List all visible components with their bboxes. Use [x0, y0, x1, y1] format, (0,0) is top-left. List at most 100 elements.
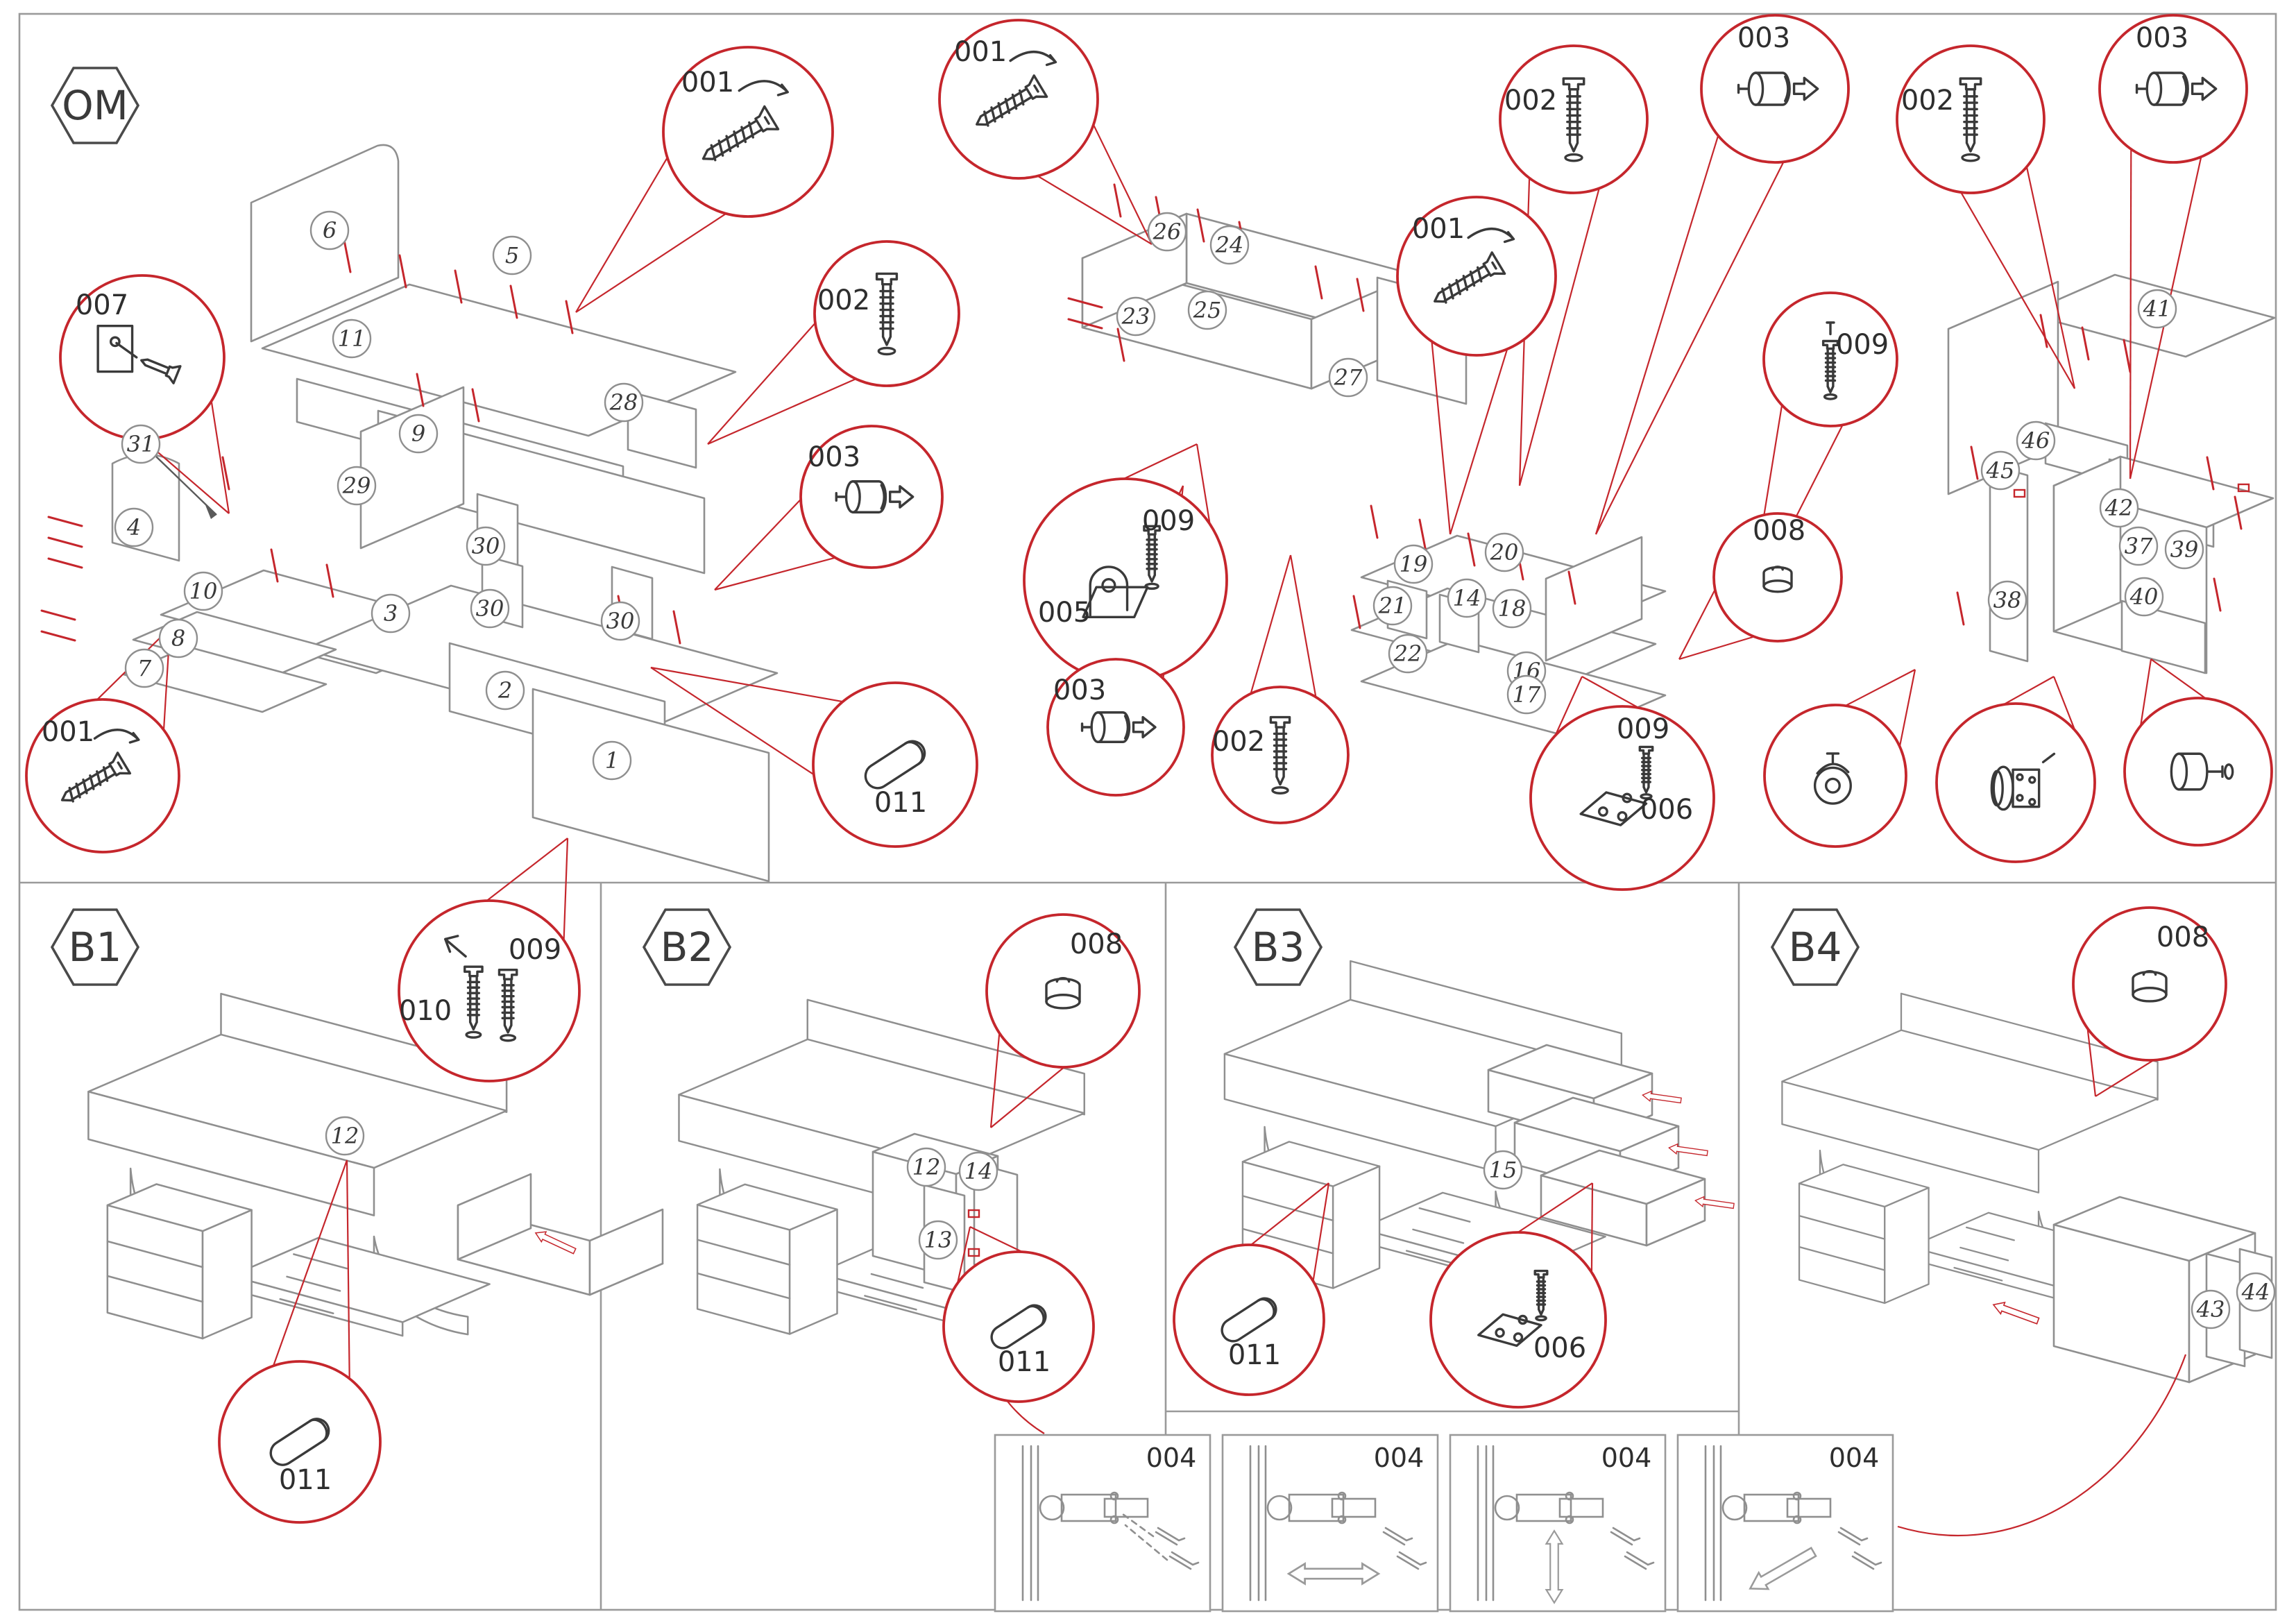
part-number-31: 31 — [121, 424, 161, 464]
svg-text:28: 28 — [609, 389, 638, 416]
b4-bed-drawing — [1781, 992, 2159, 1305]
callout-circle — [799, 425, 944, 569]
hardware-id-label: 001 — [1412, 213, 1465, 245]
hardware-id-label: 006 — [1533, 1332, 1586, 1364]
svg-text:37: 37 — [2125, 533, 2153, 559]
part-number-3: 3 — [371, 593, 411, 634]
svg-text:43: 43 — [2196, 1296, 2225, 1323]
svg-text:22: 22 — [1393, 640, 1422, 667]
svg-text:29: 29 — [342, 473, 371, 499]
part-number-4: 4 — [114, 507, 154, 547]
svg-text:40: 40 — [2129, 584, 2159, 610]
badge-b3-label: B3 — [1252, 924, 1305, 971]
hardware-id-label: 011 — [998, 1346, 1051, 1378]
part-number-9: 9 — [398, 414, 439, 454]
svg-text:38: 38 — [1993, 587, 2022, 613]
hexagon-outline — [1770, 908, 1860, 986]
part-number-2: 2 — [485, 670, 525, 711]
part-number-39: 39 — [2164, 529, 2204, 570]
hardware-callout-001: 001 — [1396, 196, 1557, 357]
svg-text:25: 25 — [1193, 297, 1222, 323]
part-number-41: 41 — [2137, 289, 2177, 329]
part-number-19: 19 — [1393, 544, 1434, 584]
hardware-id-label: 010 — [399, 995, 452, 1027]
callout-circle — [1763, 704, 1907, 848]
callout-circle — [1396, 196, 1557, 357]
part-number-12: 12 — [906, 1147, 946, 1187]
part-number-14: 14 — [1447, 578, 1487, 618]
part-number-18: 18 — [1492, 588, 1532, 629]
part-number-5: 5 — [492, 235, 532, 275]
svg-text:10: 10 — [189, 578, 218, 604]
svg-text:24: 24 — [1215, 232, 1244, 258]
svg-text:23: 23 — [1121, 303, 1150, 330]
hardware-callout-001: 001 — [938, 19, 1099, 180]
hardware-id-label: 008 — [2157, 921, 2209, 953]
svg-text:45: 45 — [1986, 457, 2015, 484]
part-number-29: 29 — [337, 466, 377, 506]
svg-text:14: 14 — [1453, 585, 1481, 611]
part-number-15: 15 — [1483, 1150, 1523, 1190]
hinge-detail-panel-3: 004 — [1449, 1434, 1667, 1613]
svg-text:12: 12 — [331, 1123, 359, 1149]
hardware-id-label: 007 — [76, 289, 128, 321]
part-number-11: 11 — [332, 318, 372, 359]
hardware-callout-002: 002 — [1211, 686, 1350, 824]
b3-drawer-stack — [1487, 1044, 1706, 1247]
hexagon-outline — [1233, 908, 1323, 986]
hinge-detail-panel-2: 004 — [1221, 1434, 1439, 1613]
svg-text:18: 18 — [1498, 595, 1527, 622]
svg-text:42: 42 — [2104, 495, 2134, 521]
svg-text:19: 19 — [1400, 551, 1428, 577]
svg-text:26: 26 — [1153, 219, 1182, 245]
svg-text:6: 6 — [323, 217, 337, 244]
part-number-6: 6 — [309, 210, 350, 250]
part-number-1: 1 — [592, 740, 632, 781]
hardware-callout-002: 002 — [1896, 44, 2046, 194]
part-number-13: 13 — [918, 1220, 958, 1260]
svg-text:20: 20 — [1490, 539, 1519, 566]
hardware-id-label: 011 — [1228, 1339, 1281, 1371]
hardware-id-label: 008 — [1753, 515, 1805, 547]
callout-circle — [2098, 14, 2248, 164]
fastener-marks — [40, 183, 2250, 1327]
part-number-37: 37 — [2118, 526, 2159, 566]
part-number-38: 38 — [1987, 580, 2027, 620]
b1-bed-drawing — [87, 992, 508, 1340]
hardware-id-label: 001 — [681, 67, 734, 99]
part-number-23: 23 — [1116, 296, 1156, 337]
part-number-30: 30 — [600, 601, 640, 641]
hardware-callout-caster-side — [1763, 704, 1907, 848]
svg-text:30: 30 — [606, 608, 635, 634]
hardware-id-label: 003 — [1737, 22, 1790, 54]
svg-text:5: 5 — [505, 242, 519, 269]
callout-circle — [1935, 702, 2096, 863]
svg-text:1: 1 — [605, 747, 619, 774]
callout-circle — [662, 46, 834, 218]
callout-circle — [1700, 14, 1850, 164]
part-number-21: 21 — [1372, 586, 1413, 626]
hexagon-outline — [50, 908, 140, 986]
hexagon-outline — [642, 908, 732, 986]
svg-text:41: 41 — [2143, 296, 2172, 322]
hardware-callout-003: 003 — [799, 425, 944, 569]
hardware-id-label: 001 — [954, 36, 1007, 68]
hardware-callout-009: 009 — [1762, 291, 1898, 427]
callout-circle — [1896, 44, 2046, 194]
svg-text:14: 14 — [964, 1158, 993, 1184]
hardware-id-label: 003 — [808, 441, 860, 473]
hardware-id-label: 009 — [1617, 713, 1669, 745]
callout-circle — [1046, 658, 1185, 797]
hardware-callout-011: 011 — [942, 1250, 1095, 1403]
part-number-10: 10 — [183, 571, 223, 611]
badge-b1: B1 — [50, 908, 140, 986]
badge-b3: B3 — [1233, 908, 1323, 986]
hardware-callout-011: 011 — [1173, 1243, 1325, 1396]
part-number-22: 22 — [1388, 634, 1428, 674]
part-number-26: 26 — [1147, 212, 1187, 252]
furniture-line-art — [87, 144, 2276, 1384]
callout-circle — [1499, 44, 1649, 194]
